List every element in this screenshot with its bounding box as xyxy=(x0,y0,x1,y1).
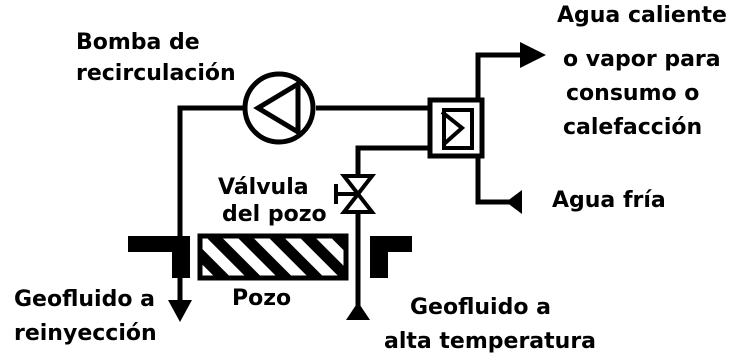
well-wall-left xyxy=(128,236,190,278)
well-supply-pipe xyxy=(355,145,430,308)
arrows xyxy=(168,42,546,322)
pipes xyxy=(177,52,522,308)
reinjection-label-line-1: Geofluido a xyxy=(14,287,155,312)
hot-water-label-line-3: consumo o xyxy=(566,81,699,106)
heat-exchanger-icon xyxy=(427,97,485,159)
high-temp-label-line-2: alta temperatura xyxy=(384,329,596,354)
well-wall-right xyxy=(370,236,412,278)
pump-label-line-2: recirculación xyxy=(76,61,236,86)
hot-water-label-line-4: calefacción xyxy=(563,115,702,140)
reinjection-label-line-2: reinyección xyxy=(14,321,157,346)
well-source-triangle xyxy=(346,302,370,320)
high-temp-label-line-1: Geofluido a xyxy=(410,295,551,320)
reinjection-arrow xyxy=(168,300,192,322)
labels: Bomba de recirculación Agua caliente o v… xyxy=(14,3,727,354)
hot-water-label-line-2: o vapor para xyxy=(563,47,721,72)
well-casing-hatched xyxy=(197,233,349,281)
hot-water-arrow xyxy=(520,42,546,68)
pump-label-line-1: Bomba de xyxy=(76,30,200,55)
reinjection-pipe xyxy=(177,105,243,300)
cold-water-label: Agua fría xyxy=(552,188,666,213)
valve-label-line-1: Válvula xyxy=(218,175,309,200)
well-structure xyxy=(128,233,412,281)
valve-icon xyxy=(334,174,377,214)
hot-water-label-line-1: Agua caliente xyxy=(557,3,727,28)
cold-water-arrow xyxy=(506,190,522,214)
valve-label-line-2: del pozo xyxy=(222,202,327,227)
well-label: Pozo xyxy=(232,286,291,311)
hot-water-outlet-pipe xyxy=(475,52,522,100)
pump-icon xyxy=(242,71,316,145)
